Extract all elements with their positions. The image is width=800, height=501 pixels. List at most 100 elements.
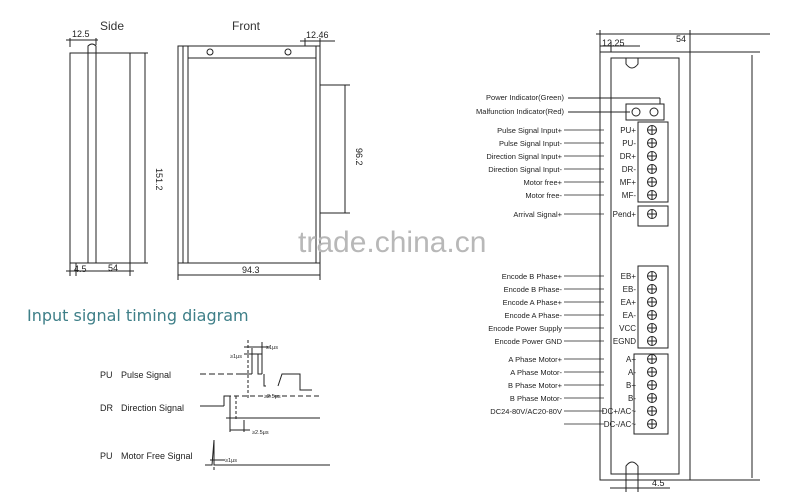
- terminal-rows: Pulse Signal Input+PU+ Pulse Signal Input…: [486, 125, 657, 429]
- terminal-pin-label: Pend+: [613, 210, 637, 219]
- screw-cross-icon: [647, 323, 657, 333]
- terminal-row: Pulse Signal Input+PU+: [497, 125, 657, 135]
- terminal-row: DC-/AC~: [564, 419, 657, 429]
- terminal-pin-label: DC+/AC~: [602, 407, 637, 416]
- signal-label: Direction Signal Input-: [488, 165, 562, 174]
- terminal-pin-label: EA-: [623, 311, 637, 320]
- front-view-title: Front: [232, 19, 261, 33]
- terminal-pin-label: EA+: [621, 298, 637, 307]
- timing-rows: PU Pulse Signal DR Direction Signal PU M…: [100, 370, 193, 461]
- screw-cross-icon: [647, 354, 657, 364]
- terminal-pin-label: EB-: [623, 285, 637, 294]
- terminal-row: Motor free- MF-: [525, 190, 657, 200]
- screw-cross-icon: [647, 190, 657, 200]
- signal-label: Arrival Signal+: [513, 210, 562, 219]
- terminal-pin-label: PU+: [620, 126, 636, 135]
- terminal-row: B Phase Motor+B+: [508, 380, 657, 390]
- signal-label: Encode Power Supply: [488, 324, 562, 333]
- timing-row-name: Motor Free Signal: [121, 451, 193, 461]
- terminal-row: Encode A Phase-EA-: [504, 310, 657, 320]
- timing-annotation: ≥1μs: [225, 458, 237, 464]
- timing-row-code: PU: [100, 370, 113, 380]
- screw-cross-icon: [647, 406, 657, 416]
- terminal-pin-label: EGND: [613, 337, 636, 346]
- dim-front-bottom-width: 94.3: [242, 265, 260, 275]
- dim-right-bottom: 4.5: [652, 478, 665, 488]
- screw-cross-icon: [647, 297, 657, 307]
- indicator-power-label: Power Indicator(Green): [486, 93, 564, 102]
- signal-label: B Phase Motor+: [508, 381, 563, 390]
- screw-cross-icon: [647, 310, 657, 320]
- terminal-row: Encode A Phase+ EA+: [503, 297, 657, 307]
- timing-row-name: Pulse Signal: [121, 370, 171, 380]
- terminal-row: Direction Signal Input+ DR+: [486, 151, 657, 161]
- terminal-pin-label: DR+: [620, 152, 637, 161]
- timing-row-name: Direction Signal: [121, 403, 184, 413]
- dim-side-top: 12.5: [72, 29, 90, 39]
- dim-right-top-offset: 12.25: [602, 38, 625, 48]
- timing-annotation: ≥1μs: [266, 345, 278, 351]
- watermark: trade.china.cn: [298, 226, 486, 259]
- signal-label: Pulse Signal Input-: [499, 139, 562, 148]
- timing-row-code: PU: [100, 451, 113, 461]
- screw-cross-icon: [647, 393, 657, 403]
- signal-label: Encode A Phase+: [503, 298, 563, 307]
- terminal-row: B Phase Motor-B-: [510, 393, 657, 403]
- screw-cross-icon: [647, 177, 657, 187]
- screw-cross-icon: [647, 138, 657, 148]
- terminal-row: DC24-80V/AC20-80V DC+/AC~: [490, 406, 657, 416]
- terminal-row: Encode B Phase- EB-: [504, 284, 657, 294]
- terminal-pin-label: A+: [626, 355, 636, 364]
- timing-waveforms: [200, 340, 330, 470]
- terminal-row: A Phase Motor- A-: [510, 367, 657, 377]
- dim-front-top: 12.46: [306, 30, 329, 40]
- screw-cross-icon: [647, 271, 657, 281]
- signal-label: Motor free+: [523, 178, 562, 187]
- terminal-pin-label: MF+: [620, 178, 637, 187]
- dim-height-inner: 96.2: [354, 148, 364, 166]
- signal-label: A Phase Motor+: [508, 355, 562, 364]
- signal-label: Direction Signal Input+: [486, 152, 562, 161]
- signal-label: DC24-80V/AC20-80V: [490, 407, 562, 416]
- signal-label: Encode B Phase+: [502, 272, 563, 281]
- dim-side-bottom-width: 54: [108, 263, 118, 273]
- screw-cross-icon: [647, 336, 657, 346]
- signal-label: Motor free-: [525, 191, 562, 200]
- terminal-row: Encode Power Supply VCC: [488, 323, 657, 333]
- dim-side-bottom-left: 4.5: [74, 264, 87, 274]
- screw-cross-icon: [647, 125, 657, 135]
- terminal-pin-label: A-: [628, 368, 636, 377]
- terminal-row: Encode B Phase+ EB+: [502, 271, 657, 281]
- indicator-malfunction-label: Malfunction Indicator(Red): [476, 107, 564, 116]
- signal-label: Encode B Phase-: [504, 285, 563, 294]
- screw-cross-icon: [647, 419, 657, 429]
- terminal-pin-label: DC-/AC~: [604, 420, 637, 429]
- terminal-pin-label: PU-: [622, 139, 636, 148]
- timing-title: Input signal timing diagram: [27, 306, 249, 325]
- signal-label: A Phase Motor-: [510, 368, 562, 377]
- screw-cross-icon: [647, 209, 657, 219]
- timing-annotation: ≥1μs: [230, 354, 242, 360]
- side-view-title: Side: [100, 19, 124, 33]
- terminal-pin-label: MF-: [622, 191, 637, 200]
- screw-cross-icon: [647, 367, 657, 377]
- terminal-pin-label: EB+: [621, 272, 637, 281]
- terminal-row: Motor free+ MF+: [523, 177, 657, 187]
- timing-row-code: DR: [100, 403, 113, 413]
- signal-label: Encode Power GND: [494, 337, 562, 346]
- terminal-row: A Phase Motor+ A+: [508, 354, 657, 364]
- dim-height-total: 151.2: [154, 168, 164, 191]
- screw-cross-icon: [647, 284, 657, 294]
- dim-right-top-width: 54: [676, 34, 686, 44]
- side-view: [66, 38, 148, 276]
- terminal-row: Arrival Signal+ Pend+: [513, 209, 657, 219]
- signal-label: B Phase Motor-: [510, 394, 563, 403]
- screw-cross-icon: [647, 380, 657, 390]
- terminal-pin-label: VCC: [619, 324, 636, 333]
- terminal-pin-label: DR-: [622, 165, 637, 174]
- front-view: [177, 38, 350, 280]
- screw-cross-icon: [647, 164, 657, 174]
- timing-annotation: ≥2.5μs: [264, 394, 281, 400]
- terminal-row: Pulse Signal Input- PU-: [499, 138, 657, 148]
- terminal-row: Direction Signal Input- DR-: [488, 164, 657, 174]
